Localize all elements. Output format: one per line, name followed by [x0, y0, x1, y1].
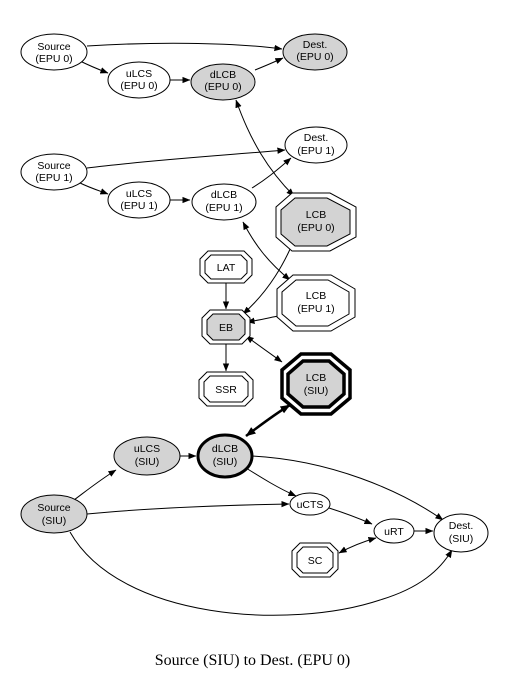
node-ulcs-epu0[interactable]: uLCS (EPU 0): [107, 61, 171, 99]
node-label: dLCB: [211, 189, 237, 201]
node-sublabel: (EPU 0): [204, 81, 241, 93]
node-label: SC: [308, 555, 323, 567]
edge-source-siu-to-ucts: [86, 500, 290, 515]
node-dest-epu1[interactable]: Dest. (EPU 1): [284, 126, 348, 164]
edge-eb-to-lcb-siu: [245, 335, 283, 363]
node-sublabel: (EPU 0): [35, 53, 72, 65]
node-sublabel: (EPU 1): [297, 303, 334, 315]
edge-sc-to-urt: [338, 537, 377, 554]
node-label: uLCS: [134, 443, 160, 455]
edge-source-epu1-to-ulcs-epu1: [77, 181, 109, 195]
node-label: dLCB: [212, 443, 238, 455]
node-sublabel: (EPU 1): [297, 145, 334, 157]
node-dest-siu[interactable]: Dest. (SIU): [433, 513, 489, 553]
edge-ucts-to-urt: [328, 507, 373, 525]
node-sublabel: (EPU 0): [297, 222, 334, 234]
node-sublabel: (SIU): [304, 385, 329, 397]
node-label: dLCB: [210, 69, 236, 81]
node-lat[interactable]: LAT: [199, 250, 253, 284]
node-lcb-epu1[interactable]: LCB (EPU 1): [276, 274, 356, 332]
node-sublabel: (EPU 1): [120, 200, 157, 212]
edge-source-epu1-to-dest-epu1: [86, 147, 286, 169]
edge-dlcb-siu-to-lcb-siu: [245, 403, 291, 437]
node-label: uLCS: [126, 188, 152, 200]
node-label: uRT: [384, 526, 404, 538]
edge-lcb-epu1-to-eb: [246, 315, 279, 325]
node-ssr[interactable]: SSR: [198, 371, 254, 407]
node-label: LAT: [217, 262, 236, 274]
network-diagram: Source (EPU 0) Dest. (EPU 0) uLCS (EPU 0…: [20, 33, 489, 616]
node-label: Source: [37, 160, 70, 172]
edge-dlcb-epu0-to-lcb-epu0: [235, 99, 295, 197]
node-source-siu[interactable]: Source (SIU): [20, 494, 88, 534]
node-source-epu0[interactable]: Source (EPU 0): [20, 33, 88, 71]
node-dest-epu0[interactable]: Dest. (EPU 0): [282, 33, 348, 71]
node-label: uLCS: [126, 68, 152, 80]
edge-dlcb-siu-to-ucts: [245, 467, 297, 497]
node-label: LCB: [306, 209, 326, 221]
node-source-epu1[interactable]: Source (EPU 1): [20, 153, 88, 191]
figure-caption: Source (SIU) to Dest. (EPU 0): [154, 652, 351, 669]
node-ulcs-epu1[interactable]: uLCS (EPU 1): [107, 181, 171, 219]
node-label: uCTS: [297, 499, 324, 511]
node-label: Dest.: [304, 132, 329, 144]
node-label: Dest.: [303, 39, 328, 51]
node-ucts[interactable]: uCTS: [289, 492, 331, 516]
node-label: LCB: [306, 290, 326, 302]
node-sc[interactable]: SC: [291, 542, 339, 578]
edge-source-siu-to-ulcs-siu: [73, 469, 117, 501]
edge-source-epu0-to-ulcs-epu0: [77, 59, 109, 74]
node-sublabel: (EPU 0): [296, 51, 333, 63]
edge-dlcb-epu1-to-dest-epu1: [251, 157, 292, 189]
node-label: SSR: [215, 384, 237, 396]
node-lcb-siu[interactable]: LCB (SIU): [280, 352, 352, 416]
node-urt[interactable]: uRT: [373, 518, 415, 544]
node-label: Source: [37, 41, 70, 53]
node-sublabel: (SIU): [213, 456, 238, 468]
edge-dlcb-siu-to-dest-siu: [251, 455, 444, 521]
edge-dlcb-epu1-to-lcb-epu1: [242, 221, 291, 281]
node-sublabel: (SIU): [449, 533, 474, 545]
node-sublabel: (EPU 1): [35, 172, 72, 184]
node-dlcb-epu0[interactable]: dLCB (EPU 0): [190, 63, 256, 101]
node-eb[interactable]: EB: [201, 309, 251, 345]
node-dlcb-epu1[interactable]: dLCB (EPU 1): [191, 183, 257, 221]
node-sublabel: (SIU): [135, 456, 160, 468]
node-label: EB: [219, 322, 233, 334]
node-label: Source: [37, 502, 70, 514]
node-dlcb-siu[interactable]: dLCB (SIU): [196, 433, 254, 479]
node-sublabel: (SIU): [42, 515, 67, 527]
node-ulcs-siu[interactable]: uLCS (SIU): [113, 436, 181, 476]
node-sublabel: (EPU 1): [205, 202, 242, 214]
node-label: Dest.: [449, 520, 474, 532]
edge-dlcb-epu0-to-dest-epu0: [254, 57, 284, 71]
edge-source-siu-to-dest-siu: [69, 531, 453, 616]
node-label: LCB: [306, 372, 326, 384]
edge-source-epu0-to-dest-epu0: [86, 42, 283, 52]
node-sublabel: (EPU 0): [120, 80, 157, 92]
node-lcb-epu0[interactable]: LCB (EPU 0): [265, 192, 357, 252]
